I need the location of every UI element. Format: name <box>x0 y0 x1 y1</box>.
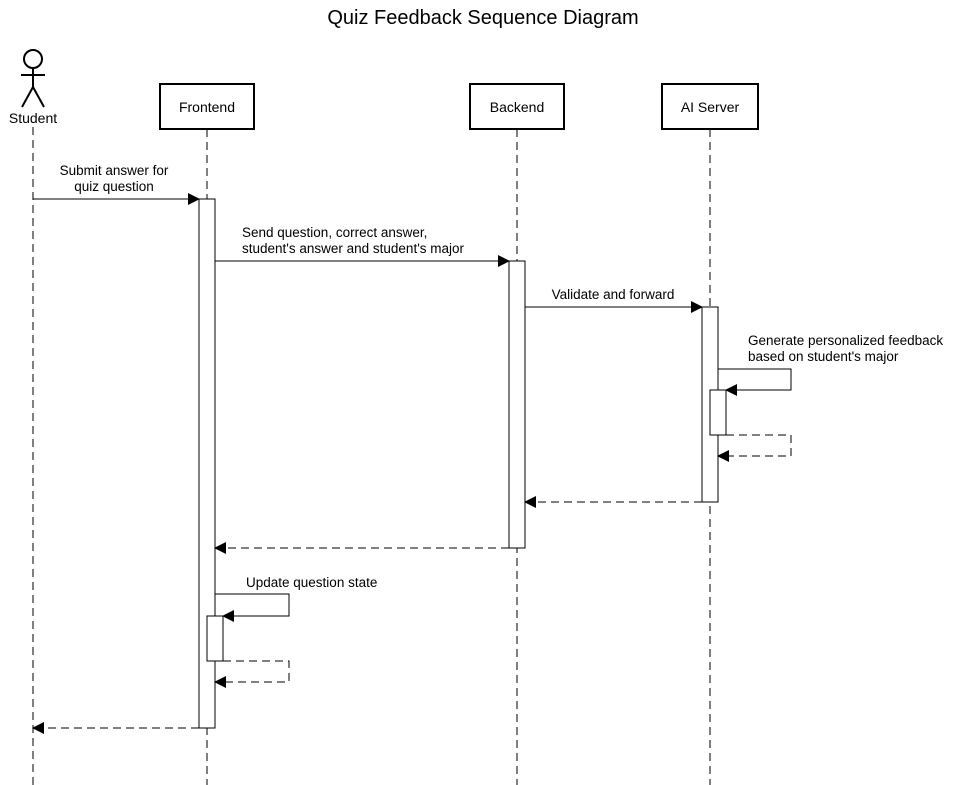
participant-frontend-label: Frontend <box>179 99 235 115</box>
message-update-arrow <box>215 593 290 622</box>
message-generate-arrow <box>718 368 792 396</box>
message-generate-return-arrow <box>717 434 792 462</box>
frontend-activation <box>198 198 216 729</box>
message-submit-line1: Submit answer for <box>60 163 169 178</box>
student-actor <box>21 49 45 108</box>
ai-server-nested-activation <box>709 389 727 436</box>
frontend-nested-activation <box>206 615 224 662</box>
participant-ai-server: AI Server <box>661 83 759 130</box>
message-send-line1: Send question, correct answer, <box>242 225 427 240</box>
participant-frontend: Frontend <box>159 83 255 130</box>
message-update-label: Update question state <box>246 575 377 590</box>
message-validate-label: Validate and forward <box>552 287 675 302</box>
message-generate-line2: based on student's major <box>748 349 899 364</box>
diagram-title: Quiz Feedback Sequence Diagram <box>327 7 638 29</box>
message-generate-line1: Generate personalized feedback <box>748 333 943 348</box>
message-submit-line2: quiz question <box>74 179 154 194</box>
backend-activation <box>508 260 526 549</box>
participant-ai-server-label: AI Server <box>681 99 740 115</box>
message-update-return-arrow <box>214 660 290 688</box>
participant-backend-label: Backend <box>490 99 544 115</box>
participant-student-label: Student <box>9 110 57 126</box>
message-send-line2: student's answer and student's major <box>242 241 465 256</box>
actor-icon <box>23 49 43 69</box>
participant-backend: Backend <box>469 83 565 130</box>
